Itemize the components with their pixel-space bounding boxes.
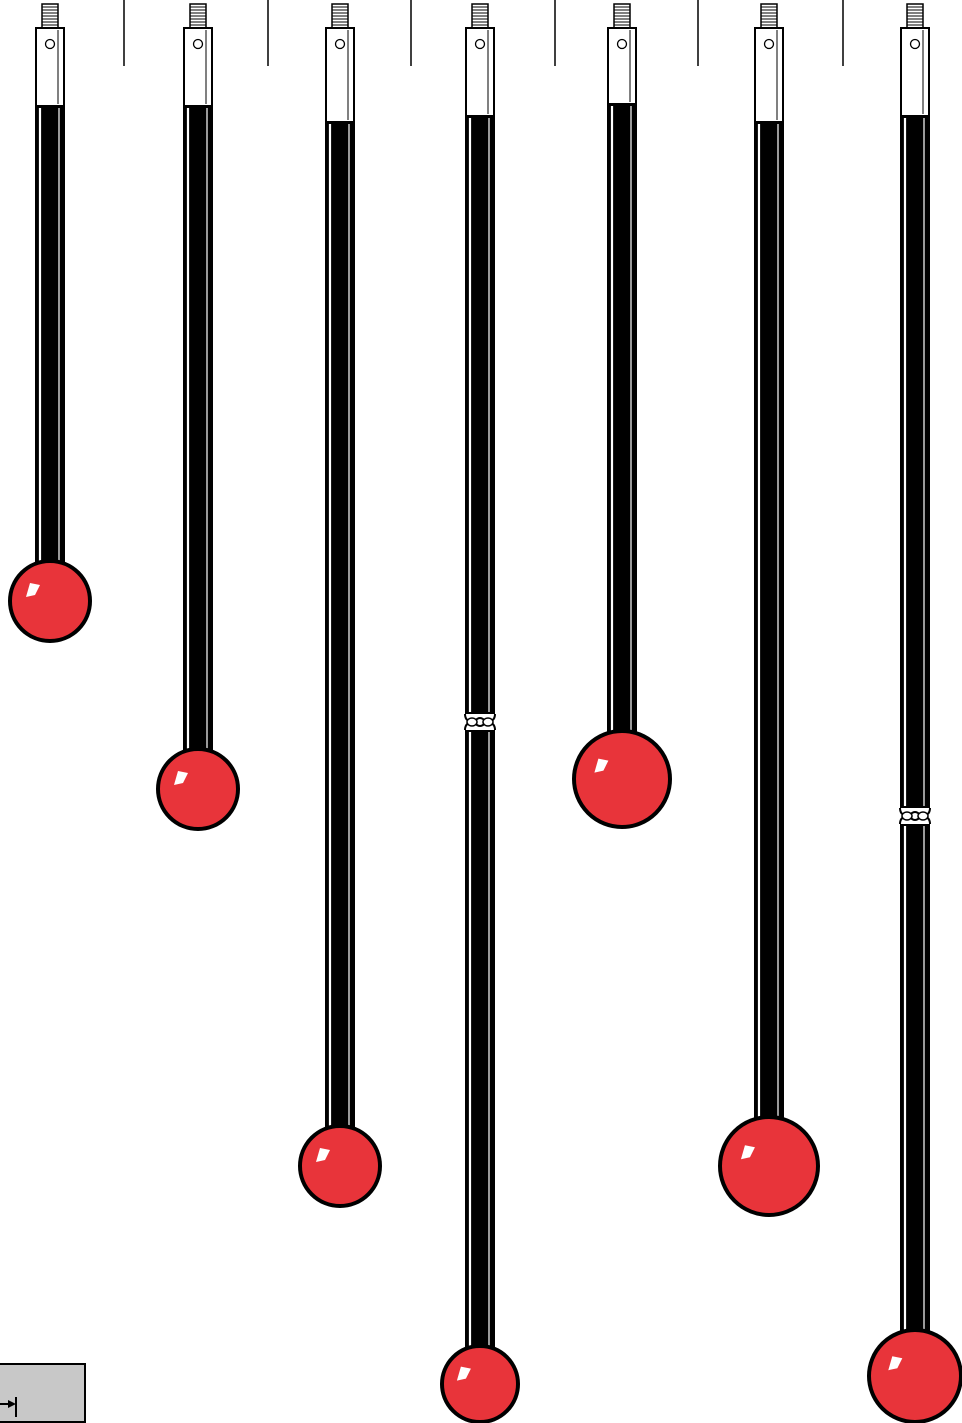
ruby-ball xyxy=(8,559,92,643)
thread-icon xyxy=(471,3,489,29)
ruby-ball xyxy=(718,1115,820,1217)
stylus-3 xyxy=(298,3,382,1208)
ruby-ball xyxy=(156,747,240,831)
ball-highlight xyxy=(174,771,188,785)
thread-icon xyxy=(613,3,631,29)
stylus-2 xyxy=(156,3,240,831)
ruby-ball xyxy=(440,1344,520,1423)
break-symbol xyxy=(464,713,496,731)
ball-highlight xyxy=(740,1145,755,1160)
thread-icon xyxy=(189,3,207,29)
thread-icon xyxy=(906,3,924,29)
ball-highlight xyxy=(456,1366,471,1381)
legend-tab xyxy=(0,1363,86,1423)
ball-highlight xyxy=(888,1356,903,1371)
collar-hole xyxy=(192,38,204,50)
collar-hole xyxy=(474,38,486,50)
ruby-ball xyxy=(572,729,672,829)
ball-highlight xyxy=(26,583,40,597)
collar-hole xyxy=(616,38,628,50)
ball-highlight xyxy=(316,1148,330,1162)
stylus-5 xyxy=(572,3,672,829)
stylus-7 xyxy=(867,3,962,1423)
thread-icon xyxy=(760,3,778,29)
stylus-4 xyxy=(440,3,520,1423)
arrow-right-icon xyxy=(0,1397,17,1417)
stylus-1 xyxy=(8,3,92,643)
collar-hole xyxy=(334,38,346,50)
ball-highlight xyxy=(594,758,609,773)
stylus-6 xyxy=(718,3,820,1217)
collar-hole xyxy=(909,38,921,50)
ruby-ball xyxy=(298,1124,382,1208)
thread-icon xyxy=(331,3,349,29)
thread-icon xyxy=(41,3,59,29)
ruby-ball xyxy=(867,1328,962,1423)
break-symbol xyxy=(899,807,931,825)
collar-hole xyxy=(44,38,56,50)
collar-hole xyxy=(763,38,775,50)
